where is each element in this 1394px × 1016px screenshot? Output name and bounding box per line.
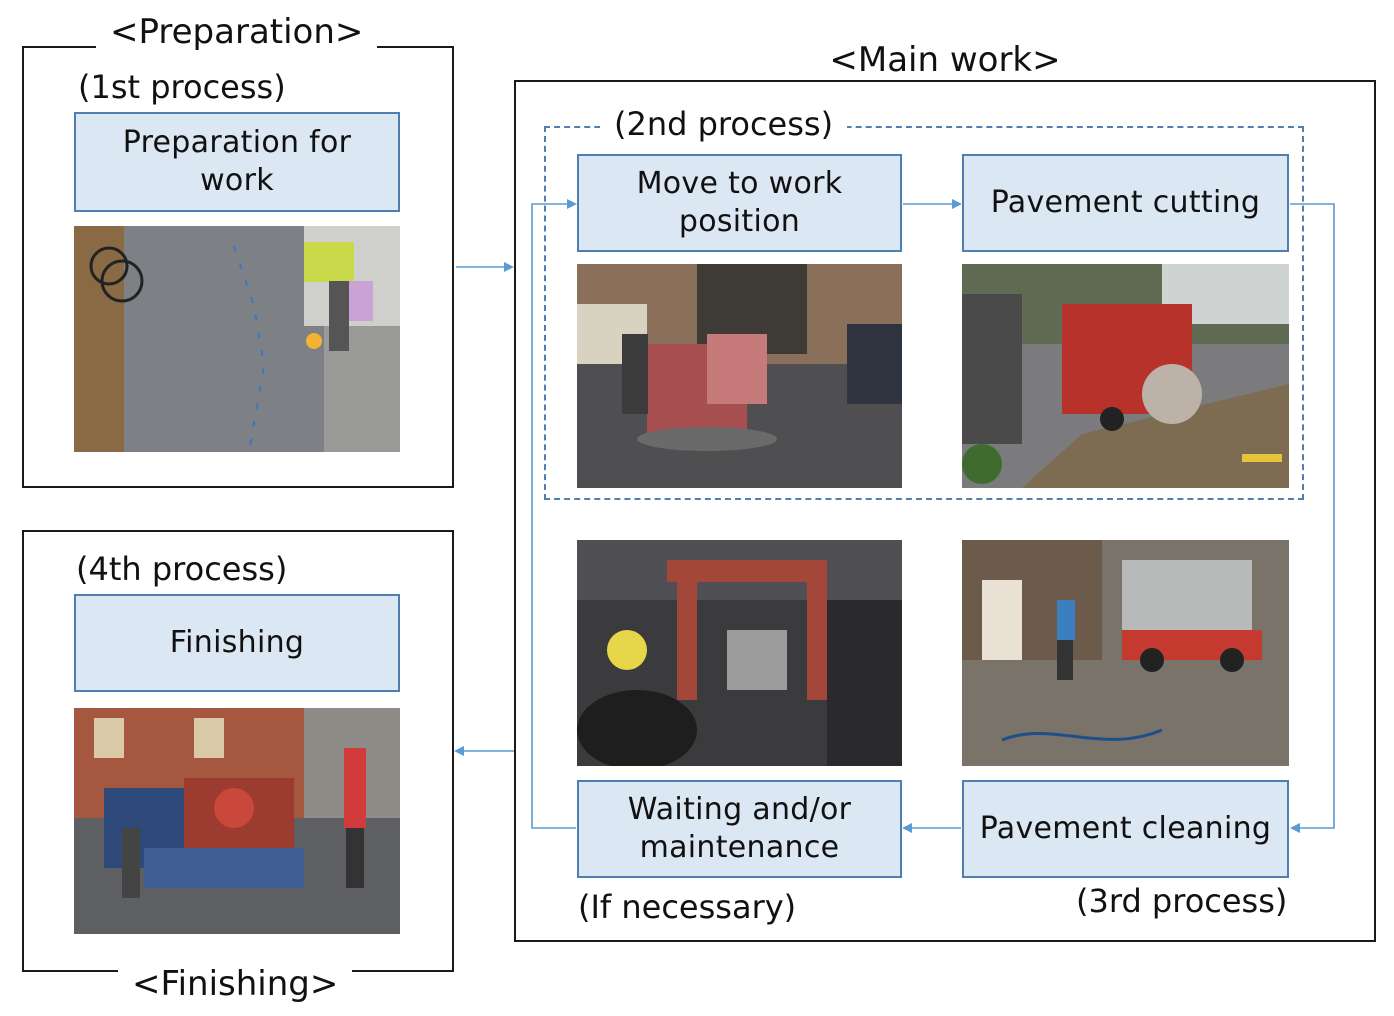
waiting-maintenance-text: Waiting and/or maintenance: [627, 792, 852, 865]
first-process-label: (1st process): [78, 68, 286, 106]
waiting-maintenance-box: Waiting and/or maintenance: [577, 780, 902, 878]
finishing-text: Finishing: [169, 625, 305, 660]
pavement-cleaning-photo: [962, 540, 1289, 766]
move-to-work-position-text: Move to work position: [636, 166, 843, 239]
pavement-cutting-photo: [962, 264, 1289, 488]
preparation-for-work-text: Preparation for work: [122, 125, 352, 198]
main-work-title: <Main work>: [802, 40, 1088, 80]
finishing-box: Finishing: [74, 594, 400, 692]
preparation-photo: [74, 226, 400, 452]
pavement-cutting-text: Pavement cutting: [990, 185, 1261, 220]
finishing-photo: [74, 708, 400, 934]
second-process-label: (2nd process): [600, 104, 848, 144]
pavement-cleaning-box: Pavement cleaning: [962, 780, 1289, 878]
move-to-position-photo: [577, 264, 902, 488]
fourth-process-label: (4th process): [76, 550, 288, 588]
preparation-for-work-box: Preparation for work: [74, 112, 400, 212]
move-to-work-position-box: Move to work position: [577, 154, 902, 252]
finishing-title: <Finishing>: [118, 964, 353, 1004]
pavement-cleaning-text: Pavement cleaning: [979, 811, 1272, 846]
main-work-frame: [514, 80, 1376, 942]
preparation-title: <Preparation>: [96, 12, 378, 52]
pavement-cutting-box: Pavement cutting: [962, 154, 1289, 252]
third-process-label: (3rd process): [1076, 882, 1288, 920]
if-necessary-label: (If necessary): [578, 888, 797, 926]
maintenance-photo: [577, 540, 902, 766]
